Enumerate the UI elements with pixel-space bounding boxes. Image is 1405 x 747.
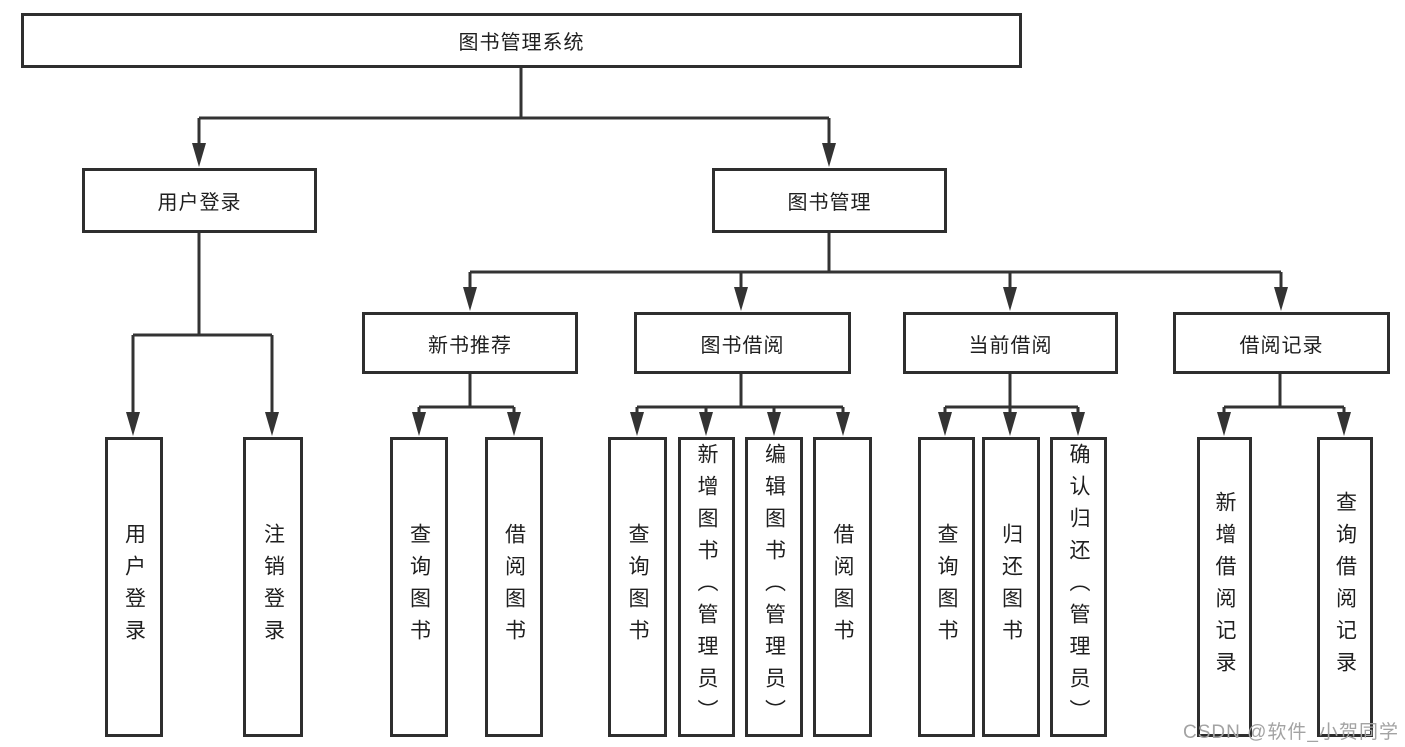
leaf-label: 新增图书（管理员） — [695, 443, 718, 731]
node-label: 当前借阅 — [968, 334, 1053, 357]
leaf-query-books-2: 查询图书 — [608, 437, 667, 737]
node-label: 图书管理系统 — [458, 32, 585, 54]
leaf-add-book-admin: 新增图书（管理员） — [678, 437, 735, 737]
node-book-management: 图书管理 — [712, 168, 947, 233]
csdn-watermark: CSDN @软件_小贺同学 — [1183, 722, 1399, 743]
node-label: 借阅记录 — [1239, 334, 1324, 357]
leaf-query-books-1: 查询图书 — [390, 437, 448, 737]
leaf-label: 查询借阅记录 — [1333, 491, 1357, 683]
leaf-label: 用户登录 — [122, 523, 146, 651]
node-label: 图书管理 — [787, 192, 872, 214]
leaf-return-book: 归还图书 — [982, 437, 1040, 737]
leaf-borrow-books-1: 借阅图书 — [485, 437, 543, 737]
arrowheads — [126, 143, 1351, 436]
node-book-borrow: 图书借阅 — [634, 312, 851, 374]
leaf-confirm-return-admin: 确认归还（管理员） — [1050, 437, 1107, 737]
node-label: 用户登录 — [157, 192, 242, 214]
leaf-label: 查询图书 — [626, 523, 649, 651]
leaf-label: 查询图书 — [407, 523, 431, 651]
leaf-add-borrow-record: 新增借阅记录 — [1197, 437, 1252, 737]
leaf-logout: 注销登录 — [243, 437, 303, 737]
leaf-label: 归还图书 — [999, 523, 1023, 651]
leaf-query-borrow-record: 查询借阅记录 — [1317, 437, 1373, 737]
leaf-edit-book-admin: 编辑图书（管理员） — [745, 437, 803, 737]
node-library-management-system: 图书管理系统 — [21, 13, 1022, 68]
leaf-label: 编辑图书（管理员） — [762, 443, 786, 731]
leaf-label: 查询图书 — [935, 523, 958, 651]
node-label: 图书借阅 — [700, 334, 785, 357]
leaf-label: 注销登录 — [261, 523, 285, 651]
node-label: 新书推荐 — [428, 334, 512, 357]
node-current-borrow: 当前借阅 — [903, 312, 1118, 374]
leaf-user-login: 用户登录 — [105, 437, 163, 737]
leaf-label: 借阅图书 — [831, 523, 854, 651]
node-borrow-records: 借阅记录 — [1173, 312, 1390, 374]
leaf-label: 确认归还（管理员） — [1067, 443, 1090, 731]
node-user-login: 用户登录 — [82, 168, 317, 233]
leaf-query-books-3: 查询图书 — [918, 437, 975, 737]
leaf-borrow-books-2: 借阅图书 — [813, 437, 872, 737]
leaf-label: 新增借阅记录 — [1213, 491, 1236, 683]
leaf-label: 借阅图书 — [502, 523, 526, 651]
node-new-book-recommend: 新书推荐 — [362, 312, 578, 374]
